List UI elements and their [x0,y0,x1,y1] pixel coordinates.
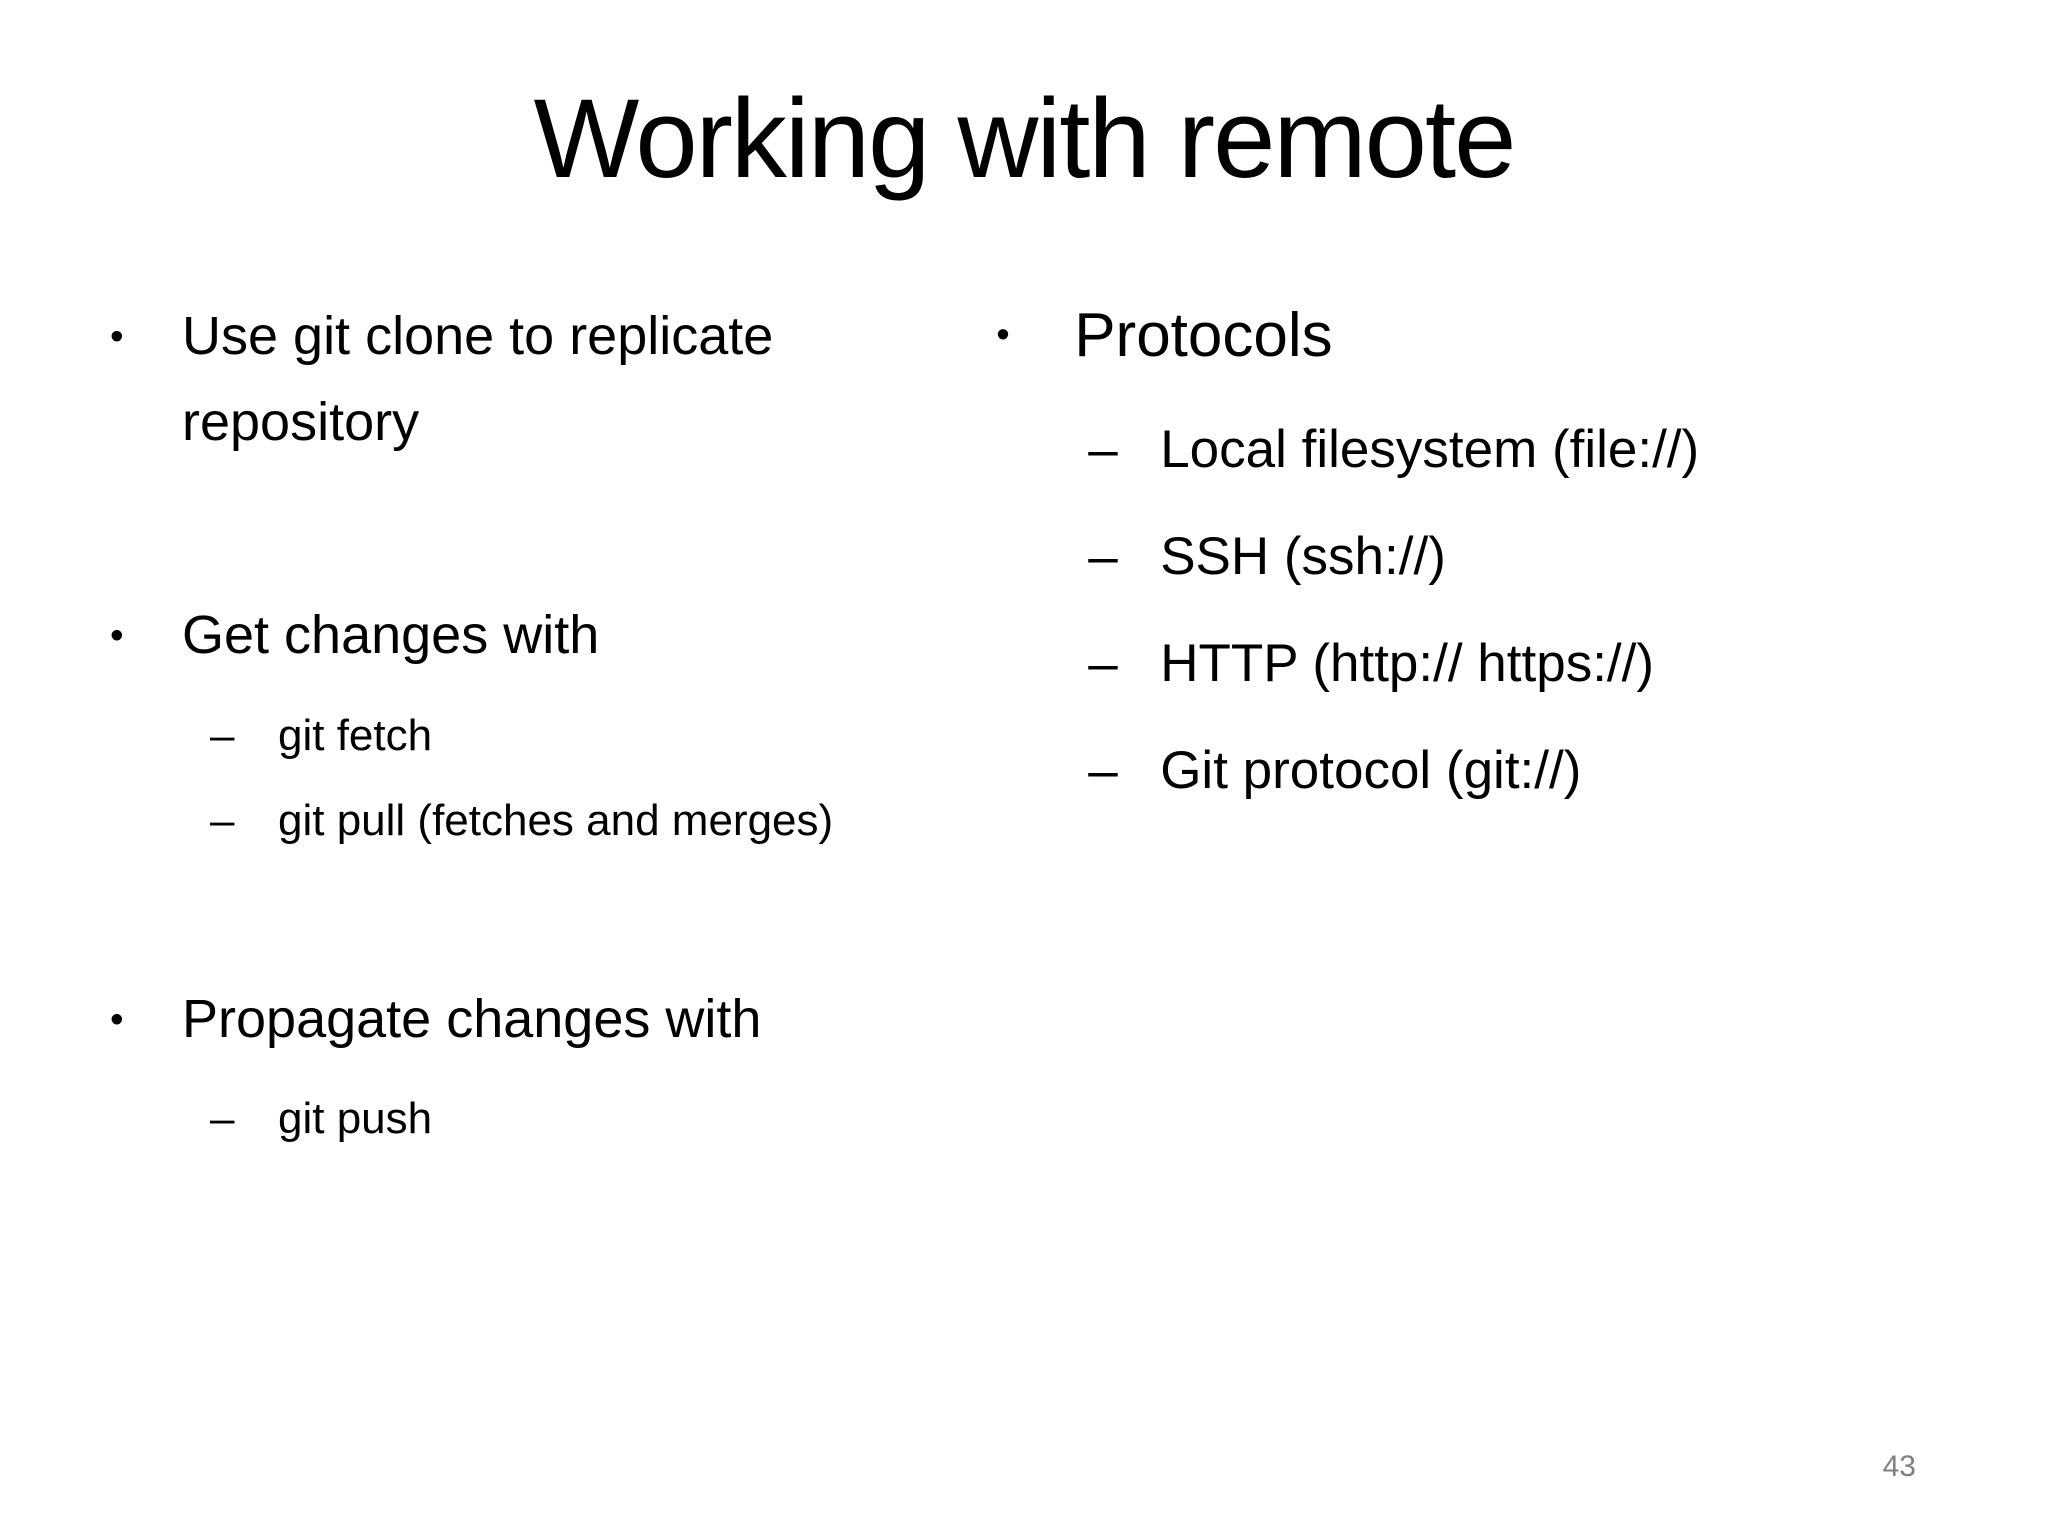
bullet-item-get-changes: • Get changes with [110,593,976,679]
sub-bullet-item-http: – HTTP (http:// https://) [1088,630,1953,699]
sub-bullet-item-ssh: – SSH (ssh://) [1088,523,1953,592]
bullet-text: Get changes with [182,605,600,666]
sub-bullet-text: git pull (fetches and merges) [278,795,834,845]
sub-bullet-item-git-push: – git push [210,1090,976,1147]
bullet-item-git-clone: • Use git clone to replicate repository [110,294,976,465]
sub-bullet-text: SSH (ssh://) [1160,526,1446,586]
sub-bullet-item-git-protocol: – Git protocol (git://) [1088,737,1953,806]
bullet-text: Protocols [1074,301,1333,371]
sub-bullet-item-git-pull: – git pull (fetches and merges) [210,792,976,849]
dash-marker: – [1088,420,1118,480]
dash-marker: – [210,710,235,760]
slide-title: Working with remote [533,76,1517,201]
right-column: • Protocols – Local filesystem (file://)… [976,294,1953,1147]
sub-bullet-item-local-filesystem: – Local filesystem (file://) [1088,416,1953,485]
dash-marker: – [1088,740,1118,800]
dash-marker: – [1088,633,1118,693]
bullet-marker: • [110,315,124,359]
page-number: 43 [1882,1450,1916,1483]
bullet-marker: • [996,313,1010,357]
sub-bullet-text: git fetch [278,710,433,760]
bullet-text: Use git clone to replicate repository [182,306,774,452]
bullet-item-propagate-changes: • Propagate changes with [110,977,976,1063]
bullet-item-protocols: • Protocols [996,294,1953,378]
dash-marker: – [210,795,235,845]
slide-body: • Use git clone to replicate repository … [0,294,2048,1147]
left-column: • Use git clone to replicate repository … [110,294,976,1147]
sub-bullet-item-git-fetch: – git fetch [210,707,976,764]
dash-marker: – [210,1094,235,1144]
sub-bullet-text: HTTP (http:// https://) [1160,633,1655,693]
bullet-marker: • [110,614,124,658]
sub-bullet-text: Local filesystem (file://) [1160,420,1700,480]
bullet-marker: • [110,997,124,1041]
dash-marker: – [1088,526,1118,586]
bullet-text: Propagate changes with [182,988,762,1049]
sub-bullet-text: git push [278,1094,433,1144]
sub-bullet-text: Git protocol (git://) [1160,740,1582,800]
